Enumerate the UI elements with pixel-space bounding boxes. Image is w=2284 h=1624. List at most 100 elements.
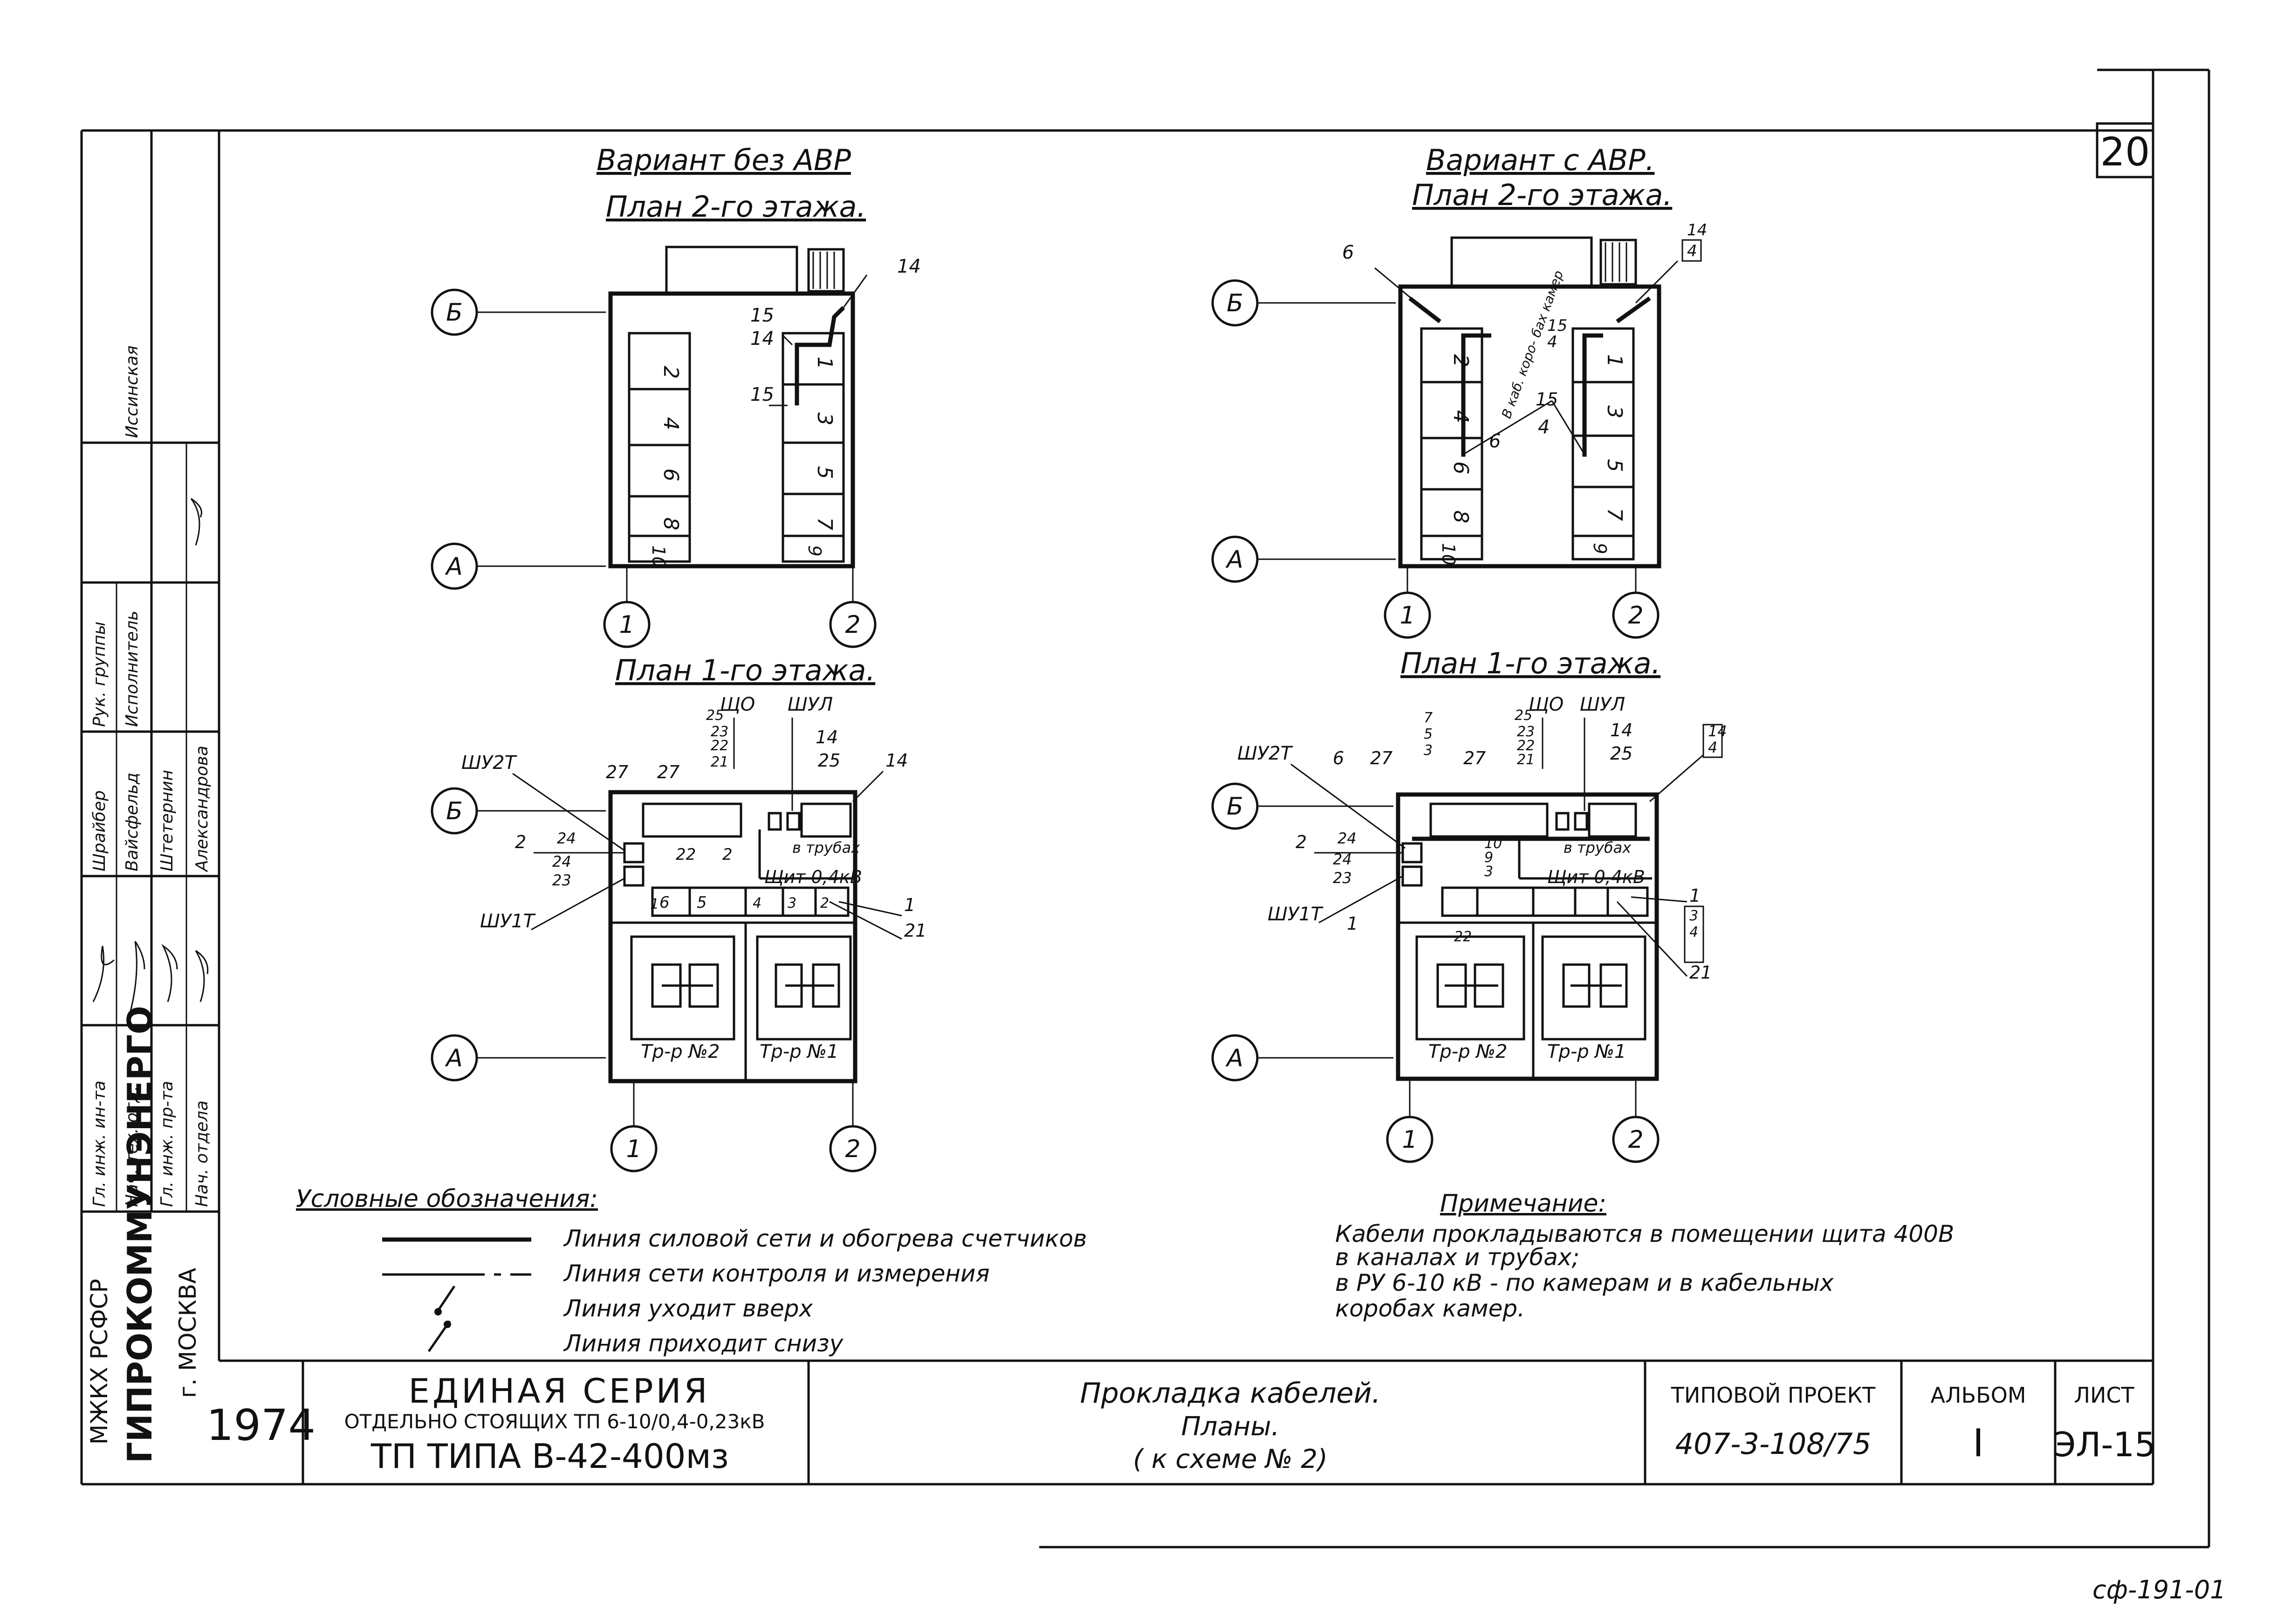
cell-label: 5 [813,466,837,479]
mark: 22 [711,738,728,754]
project-label: ТИПОВОЙ ПРОЕКТ [1671,1383,1876,1408]
mark: 4 [1538,417,1550,438]
drawing-sub1: Планы. [1181,1412,1280,1442]
cell-label: 8 [1449,510,1473,523]
title-year: 1974 [206,1400,316,1450]
mark: 14 [1687,221,1707,240]
cell-label: 5 [1603,459,1626,472]
stamp-role-8: Рук. группы [90,622,109,727]
mark: 27 [1463,748,1486,768]
mark: 27 [606,762,628,782]
mark: 5 [1424,726,1433,742]
left-plans: Вариант без АВР План 2-го этажа. 2 1 [431,143,926,1172]
drawing-sub2: ( к схеме № 2) [1133,1444,1328,1474]
mark: 23 [1333,869,1352,887]
label-shu1t: ШУ1Т [1268,904,1324,925]
note-line-1: в каналах и трубах; [1335,1244,1579,1271]
label-pipes: в трубах [1564,839,1632,857]
title-block: 1974 ЕДИНАЯ СЕРИЯ ОТДЕЛЬНО СТОЯЩИХ ТП 6-… [206,1359,2156,1484]
axis-2: 2 [845,1135,860,1163]
label-tr1: Тр-р №1 [1547,1041,1626,1062]
stamp-role-0: Гл. инж. ин-та [90,1081,109,1207]
mark: 4 [1687,242,1697,260]
axis-2: 2 [845,611,860,639]
right-floor1-axes: Б А 1 2 [1211,782,1660,1163]
mark: 24 [1333,850,1352,868]
mark: 6 [1489,431,1501,452]
mark: 27 [657,762,679,782]
legend-item-0: Линия силовой сети и обогрева счетчиков [563,1225,1087,1252]
mark: 7 [1424,710,1433,726]
label-shield: Щит 0,4кВ [764,867,862,887]
cell-label: 3 [813,412,837,425]
signature [161,944,178,1002]
mark: 23 [711,724,728,740]
mark: 3 [1689,908,1698,924]
left-floor1-title: План 1-го этажа. [615,653,875,687]
cell-label: 7 [1603,508,1626,521]
stamp-org3: г. МОСКВА [174,1268,201,1398]
cell-label: 9 [804,545,825,556]
mark: 2 [1296,832,1307,852]
album-label: АЛЬБОМ [1930,1383,2026,1408]
mark: 25 [706,707,724,724]
cell-label: 3 [1603,405,1626,418]
stamp-role-6: Штетернин [158,770,177,871]
mark: 24 [557,829,576,847]
mark: 15 [1547,316,1567,335]
mark: 2 [515,832,526,852]
cell-label: 2 [1449,354,1473,367]
left-floor2-axes: Б А 1 2 [431,288,877,648]
label-shu2t: ШУ2Т [1237,743,1294,764]
stamp-code: сф-191-01 [2092,1575,2226,1604]
sheet-number: 20 [2100,129,2150,175]
left-stamp: МЖКХ РСФСР ГИПРОКОММУНЭНЕРГО г. МОСКВА Г… [82,130,219,1463]
stamp-role-10: Иссинская [123,345,142,438]
mark: 21 [711,754,728,770]
mark: 4 [1689,924,1698,940]
label-shield: Щит 0,4кВ [1547,867,1645,887]
axis-1: 1 [1402,1126,1417,1154]
cell-label: 2 [659,366,683,379]
cell-label: 10 [648,545,669,568]
mark: 6 [1342,242,1354,263]
stamp-role-2: Гл. инж. пр-та [158,1081,177,1207]
mark: 14 [750,328,774,349]
stamp-org1: МЖКХ РСФСР [86,1279,113,1445]
left-floor1-plan: Тр-р №2 Тр-р №1 Щит 0,4кВ в трубах ШУ2Т … [461,694,926,1083]
series-title: ЕДИНАЯ СЕРИЯ [409,1371,710,1411]
left-floor1-axes: Б А 1 2 [431,787,877,1172]
label-tr2: Тр-р №2 [1428,1041,1507,1062]
mark: 21 [1689,962,1712,983]
mark: 22 [676,845,696,864]
legend: Условные обозначения: Линия силовой сети… [296,1185,1087,1357]
left-floor2-plan: 2 1 4 3 6 5 8 7 10 9 14 15 14 15 [608,246,921,569]
series-type: ТП ТИПА В-42-400мз [370,1437,729,1476]
label-shho: ЩО [1529,694,1564,715]
axis-1: 1 [619,611,634,639]
label-tr2: Тр-р №2 [641,1041,720,1062]
mark: 4 [1708,739,1717,756]
label-shu2t: ШУ2Т [461,752,518,774]
cell-label: 6 [1449,461,1473,474]
mark: 25 [1610,743,1632,764]
stamp-role-7: Александрова [192,746,212,872]
mark: 4 [753,895,761,911]
signature [190,498,202,546]
label-shu1t: ШУ1Т [480,911,536,932]
mark: 15 [750,384,774,405]
mark: 22 [1517,738,1535,754]
series-sub: ОТДЕЛЬНО СТОЯЩИХ ТП 6-10/0,4-0,23кВ [344,1410,765,1433]
left-variant-title: Вариант без АВР [597,143,851,177]
mark: 14 [897,256,921,277]
drawing-title: Прокладка кабелей. [1080,1377,1380,1410]
mark: 27 [1370,748,1392,768]
stamp-role-4: Шрайбер [90,790,109,871]
stamp-role-3: Нач. отдела [192,1101,212,1207]
axis-1: 1 [1399,602,1415,630]
mark: 1 [1347,913,1358,934]
cell-label: 1 [813,356,837,370]
right-variant-title: Вариант с АВР. [1426,143,1654,177]
mark: 15 [750,305,774,326]
label-shul: ШУЛ [1580,694,1625,715]
